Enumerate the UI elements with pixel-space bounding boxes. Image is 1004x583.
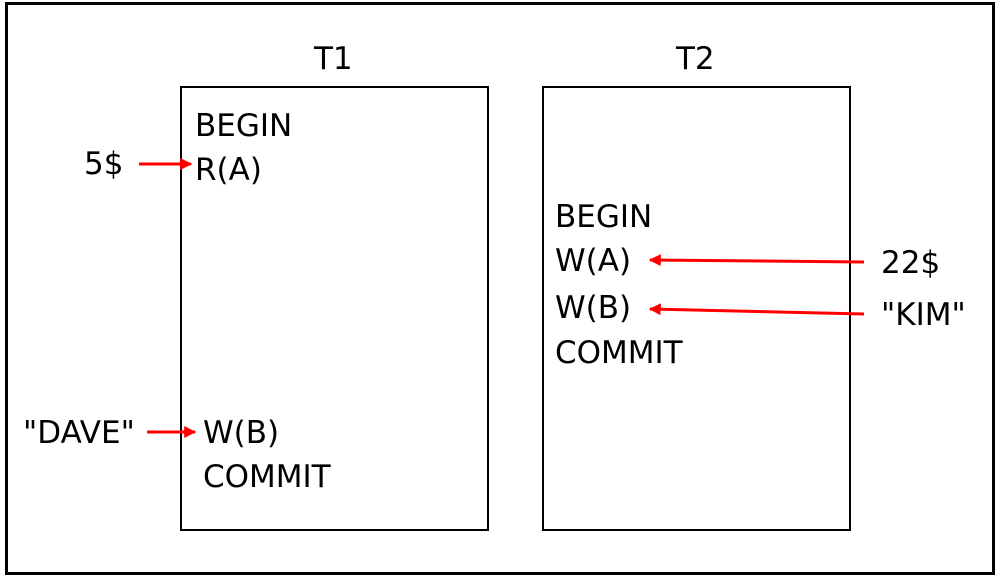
diagram-frame [5,2,995,575]
t1-begin-op: BEGIN [195,108,293,144]
t1-commit-op: COMMIT [203,459,331,495]
t1-header: T1 [314,41,353,77]
t1-read-a-op: R(A) [195,152,262,188]
t2-write-a-value: 22$ [881,245,941,281]
t1-write-b-value: "DAVE" [23,415,135,451]
t1-read-a-value: 5$ [84,146,124,182]
t2-write-b-op: W(B) [555,290,632,326]
t2-write-a-op: W(A) [555,243,632,279]
t1-write-b-op: W(B) [203,415,280,451]
t2-commit-op: COMMIT [555,335,683,371]
t2-header: T2 [676,41,715,77]
arrow-22-to-write-a [648,254,865,267]
t2-box [542,86,851,531]
t2-write-b-value: "KIM" [881,297,966,333]
arrow-kim-to-write-b [648,303,865,316]
t1-box [180,86,489,531]
t2-begin-op: BEGIN [555,199,653,235]
